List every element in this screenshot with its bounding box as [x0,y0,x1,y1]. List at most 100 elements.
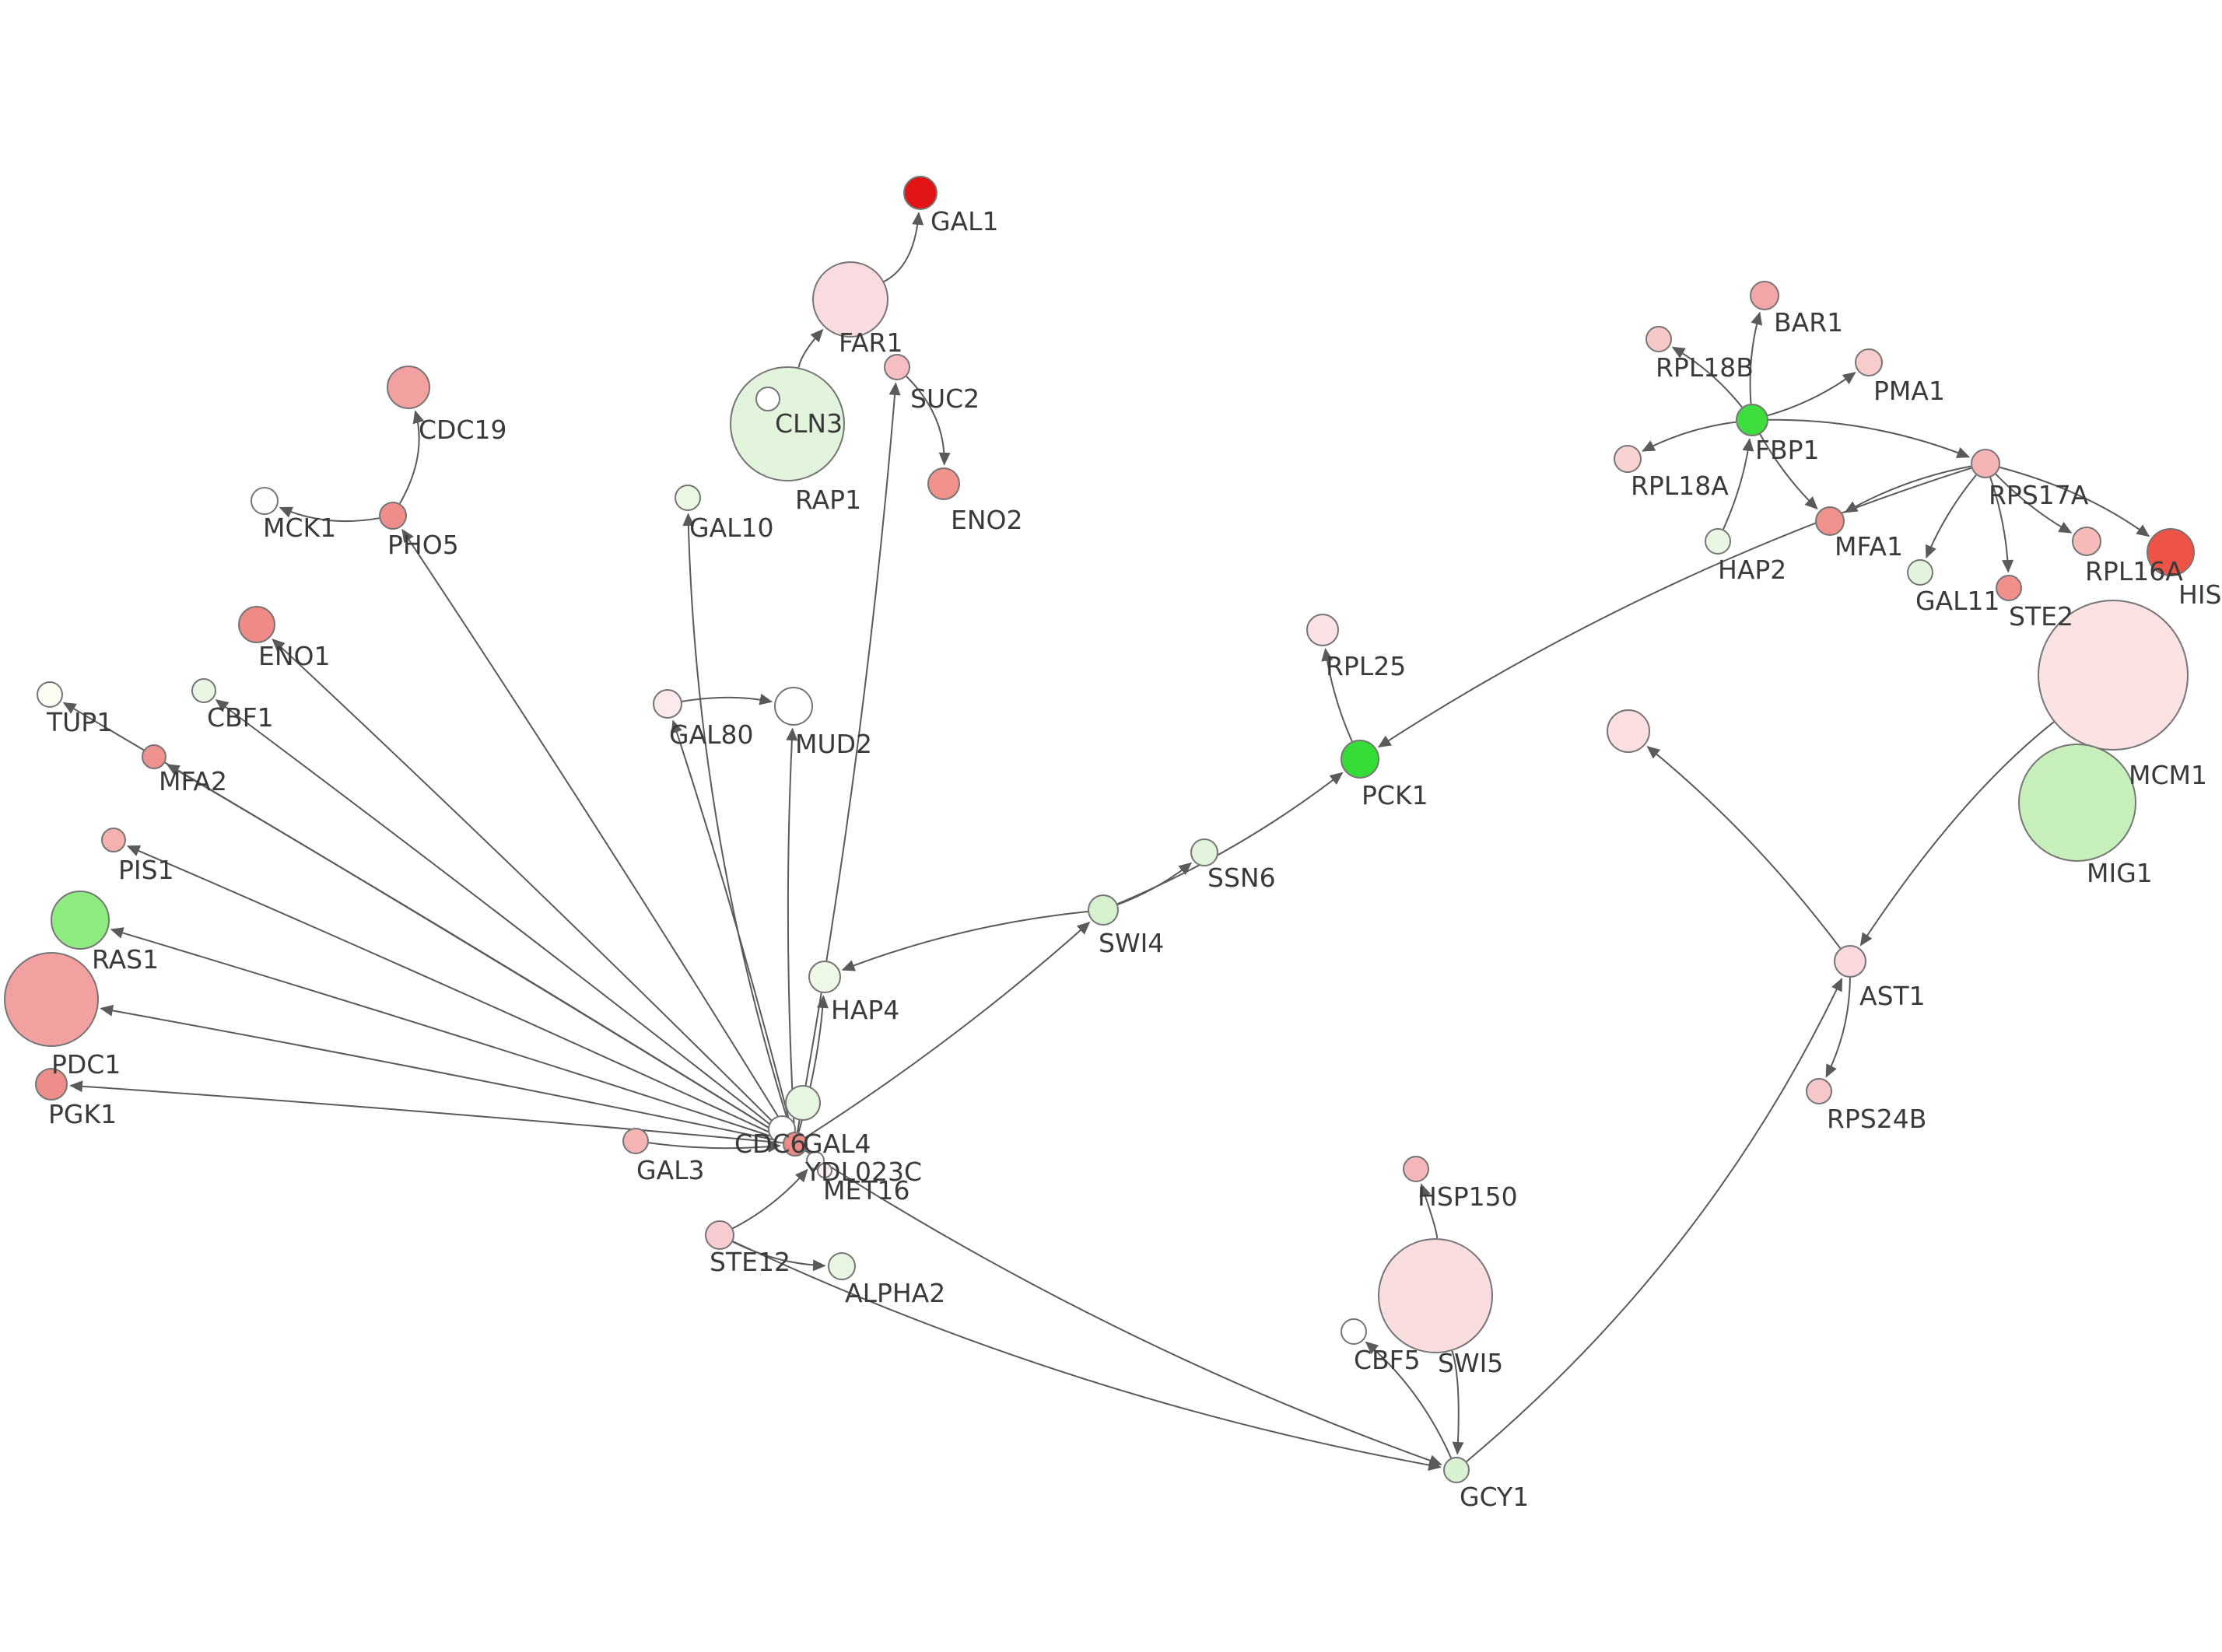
edge-PHO5-CDC19 [399,410,425,504]
edge-GAL4-ENO1 [272,638,787,1136]
edges-layer [62,212,2150,1472]
edge-GAL4-GAL10 [682,513,793,1133]
label-ENO2: ENO2 [951,505,1023,535]
node-AST1[interactable] [1834,945,1866,978]
node-RPS17A[interactable] [1971,449,2000,478]
label-SUC2: SUC2 [910,383,980,414]
edge-RPS17A-RPL16A [1995,473,2073,534]
edge-GAL4-PIS1 [126,845,784,1140]
label-GAL11: GAL11 [1915,586,2000,616]
label-GAL1: GAL1 [931,206,999,236]
label-CDC6: CDC6 [734,1129,807,1159]
node-GAL11[interactable] [1907,559,1933,586]
node-PCK1[interactable] [1341,740,1379,779]
node-PMA1[interactable] [1855,348,1883,376]
node-RPL18B[interactable] [1645,326,1672,352]
edge-AST1-RPS24B [1825,977,1851,1078]
node-GAL4[interactable] [783,1132,808,1157]
node-RPL25[interactable] [1306,614,1339,646]
label-GAL3: GAL3 [636,1155,705,1185]
node-ENO2[interactable] [927,467,960,500]
edge-SUC2-ENO2 [906,376,951,466]
edge-GAL4-SUC2 [796,382,901,1132]
label-RPS24B: RPS24B [1827,1104,1926,1134]
edge-GAL80-MUD2 [682,693,773,705]
node-CDC19[interactable] [387,366,430,409]
label-CBF1: CBF1 [207,702,274,733]
node-BAR1[interactable] [1750,281,1779,310]
node-GAL10[interactable] [675,485,701,511]
node-SWI4[interactable] [1088,894,1119,926]
edge-GAL4-RAS1 [110,927,784,1141]
node-MUD2[interactable] [774,687,813,726]
edge-GAL4-GCY1 [804,1150,1442,1466]
node-PDC1[interactable] [4,952,99,1047]
label-RPL18A: RPL18A [1631,471,1729,501]
node-GAL1[interactable] [903,176,938,210]
node-PHO5[interactable] [379,502,407,530]
node-RAS1[interactable] [51,891,110,950]
edge-GAL4-PGK1 [69,1080,783,1144]
label-GAL4: GAL4 [803,1129,871,1159]
node-PINK1[interactable] [1607,709,1650,753]
node-ENO1[interactable] [238,606,275,643]
node-MET16[interactable] [817,1163,832,1178]
label-BAR1: BAR1 [1774,307,1843,338]
label-HSP150: HSP150 [1418,1181,1518,1212]
edge-SWI4-HAP4 [841,911,1088,971]
node-FBP1[interactable] [1736,404,1768,436]
label-STE12: STE12 [710,1247,790,1277]
node-MFA1[interactable] [1815,506,1845,536]
node-TUP1[interactable] [37,681,63,708]
node-GAL80[interactable] [653,689,682,719]
node-RPS24B[interactable] [1806,1078,1832,1104]
node-NODE1[interactable] [785,1085,821,1121]
label-HAP4: HAP4 [831,995,899,1025]
label-MFA2: MFA2 [159,766,227,796]
node-FAR1[interactable] [812,261,888,338]
node-GCY1[interactable] [1443,1457,1470,1483]
node-ALPHA2[interactable] [828,1252,856,1280]
node-SUC2[interactable] [884,354,910,380]
node-MCM1[interactable] [2038,600,2189,751]
label-ENO1: ENO1 [258,641,331,671]
node-SWI5[interactable] [1378,1238,1493,1353]
label-PDC1: PDC1 [51,1049,121,1080]
node-HIS4[interactable] [2147,528,2195,576]
label-HAP2: HAP2 [1718,555,1786,585]
label-FAR1: FAR1 [839,327,902,358]
label-CLN3: CLN3 [775,408,843,439]
node-CBF1[interactable] [191,678,216,703]
label-PMA1: PMA1 [1873,376,1945,406]
node-HSP150[interactable] [1403,1156,1429,1182]
node-GAL3[interactable] [622,1128,649,1154]
label-RPL18B: RPL18B [1656,352,1754,383]
edge-RPS17A-PCK1 [1377,467,1972,748]
label-ALPHA2: ALPHA2 [845,1278,945,1308]
node-MFA2[interactable] [142,744,166,769]
node-HAP4[interactable] [808,961,841,993]
node-SSN6[interactable] [1190,838,1218,866]
node-STE12[interactable] [705,1220,734,1250]
node-PGK1[interactable] [35,1068,68,1101]
node-HAP2[interactable] [1705,528,1731,555]
edge-FBP1-MFA1 [1759,433,1818,510]
edge-GAL4-PHO5 [401,528,790,1134]
label-RAS1: RAS1 [92,944,159,975]
node-RAP1[interactable] [755,387,780,411]
label-CBF5: CBF5 [1354,1345,1421,1375]
edge-GAL4-GAL80 [671,719,794,1132]
node-STE2[interactable] [1996,575,2022,601]
label-RPS17A: RPS17A [1989,480,2089,510]
edge-STE12-YDL023C [732,1168,808,1230]
node-CBF5[interactable] [1341,1318,1367,1345]
edge-RPS17A-HIS4 [1999,466,2150,537]
node-PIS1[interactable] [101,828,126,852]
node-RPL18A[interactable] [1614,445,1642,473]
node-RPL16A[interactable] [2072,527,2101,556]
node-MIG1[interactable] [2018,744,2136,862]
node-MCK1[interactable] [251,487,279,515]
